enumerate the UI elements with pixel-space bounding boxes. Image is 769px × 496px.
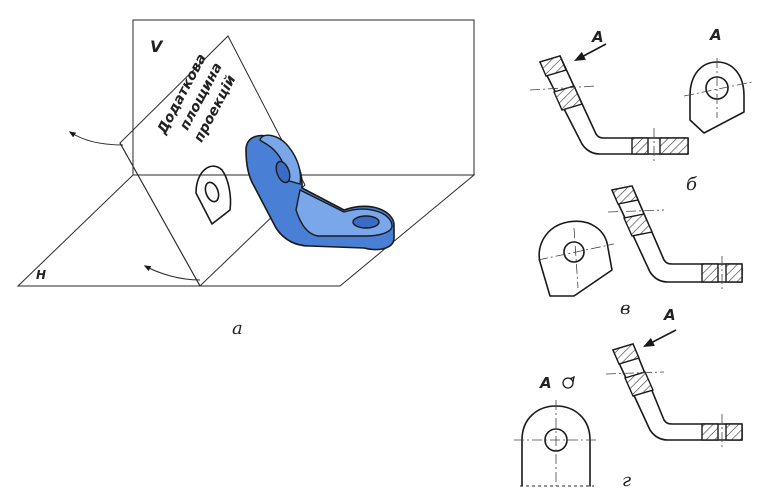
rotation-arrow-top [68, 131, 124, 146]
view-g: A A г [514, 306, 743, 491]
horizontal-plane-h [16, 174, 476, 287]
caption-v: в [620, 298, 630, 319]
view-v: в [537, 185, 743, 319]
caption-g: г [622, 470, 631, 491]
rotation-sign-icon [562, 375, 575, 389]
label-h: H [36, 268, 46, 282]
view-arrow-b [574, 43, 607, 62]
view-b: A A б [529, 26, 753, 195]
pictorial-view: Додаткова площина проекцій V H а [16, 19, 476, 339]
svg-text:A: A [591, 28, 604, 46]
svg-text:A: A [539, 374, 552, 392]
view-arrow-g [643, 329, 677, 348]
caption-a: а [232, 318, 243, 339]
aux-plane-label: Додаткова площина проекцій [154, 51, 240, 145]
svg-text:A: A [709, 26, 722, 44]
aux-plane-projection [195, 165, 232, 225]
rotation-arrow-bottom [143, 265, 201, 281]
svg-text:A: A [663, 306, 676, 324]
bent-bracket-part [245, 134, 395, 251]
caption-b: б [686, 174, 698, 195]
label-v: V [150, 37, 164, 56]
